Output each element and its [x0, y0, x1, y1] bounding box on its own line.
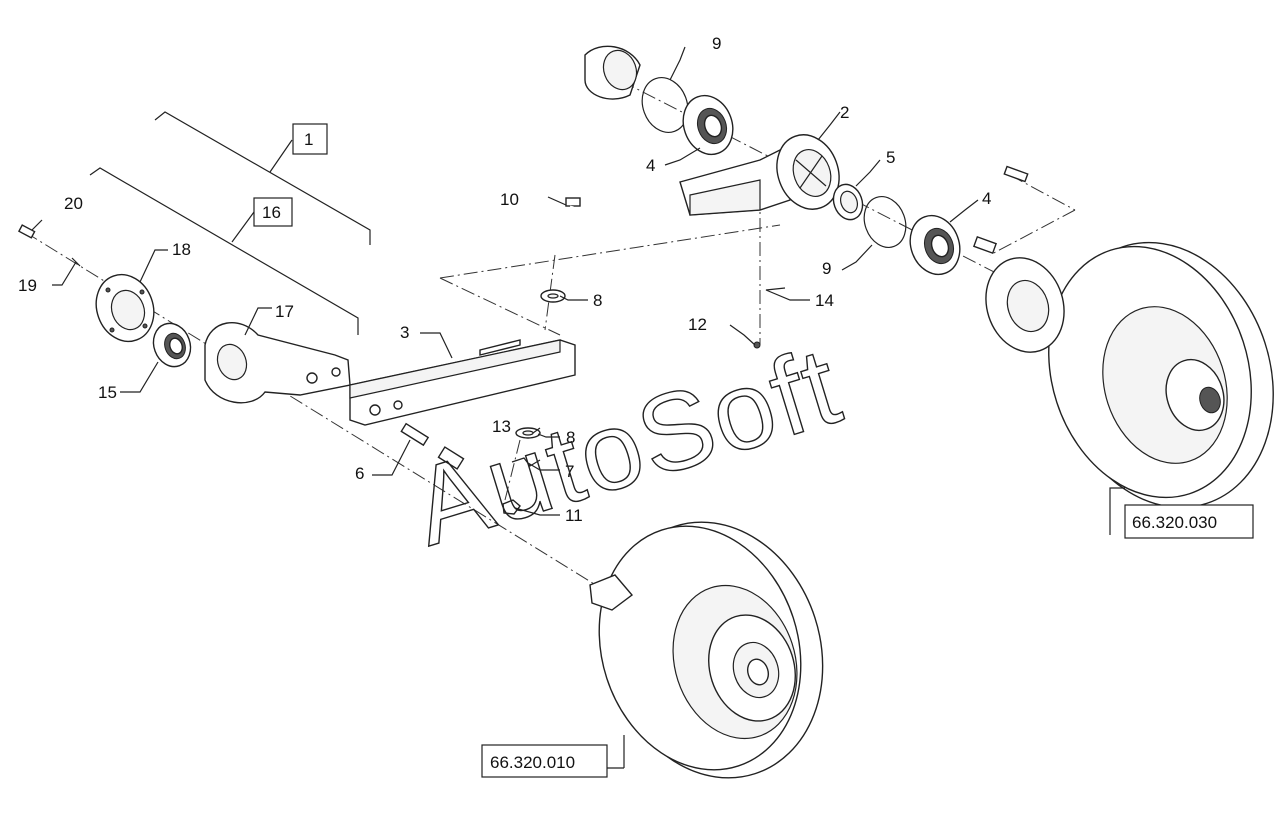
grease-nipple-part-12 — [753, 341, 761, 349]
leader-lines — [31, 46, 1125, 768]
callout-11: 11 — [565, 506, 583, 525]
callout-9-lower: 9 — [822, 259, 831, 278]
front-wheel-assembly — [589, 521, 824, 779]
callout-14: 14 — [815, 291, 834, 310]
callout-10: 10 — [500, 190, 519, 209]
callout-12: 12 — [688, 315, 707, 334]
circlip-part-9-lower — [863, 196, 907, 248]
reference-box-front: 66.320.010 — [481, 744, 624, 778]
callout-box-1: 1 — [292, 123, 328, 155]
callout-15: 15 — [98, 383, 117, 402]
callout-4-upper: 4 — [646, 156, 655, 175]
clip-part-7 — [511, 457, 541, 467]
callout-2: 2 — [840, 103, 849, 122]
callout-17: 17 — [275, 302, 294, 321]
callout-7: 7 — [565, 462, 574, 481]
bolt-part-6 — [400, 422, 465, 470]
ring-part-5 — [832, 183, 864, 221]
flange-plate-part-18 — [95, 273, 155, 343]
bearing-part-4-upper — [682, 94, 734, 156]
svg-text:1: 1 — [304, 130, 313, 149]
nut-part-11 — [502, 499, 521, 515]
svg-text:16: 16 — [262, 203, 281, 222]
reference-box-rear: 66.320.030 — [1124, 504, 1254, 539]
callout-5: 5 — [886, 148, 895, 167]
callout-13: 13 — [492, 417, 511, 436]
rear-wheel-assembly — [972, 165, 1274, 509]
arm-part-3 — [349, 339, 576, 426]
housing-part-2 — [679, 134, 840, 216]
bearing-part-4-lower — [909, 214, 961, 276]
seal-part-15 — [152, 322, 192, 368]
bracket-part-17 — [204, 321, 351, 404]
callout-18: 18 — [172, 240, 191, 259]
washer-part-8-upper — [540, 289, 566, 303]
callout-4-lower: 4 — [982, 189, 991, 208]
reference-label-rear: 66.320.030 — [1132, 513, 1217, 532]
circlip-part-9-upper — [641, 77, 689, 133]
callout-box-16: 16 — [253, 197, 293, 227]
callout-labels: 20 19 18 15 17 3 6 13 8 7 11 10 8 12 14 … — [18, 34, 991, 525]
group-brackets — [89, 111, 371, 335]
callout-3: 3 — [400, 323, 409, 342]
callout-20: 20 — [64, 194, 83, 213]
reference-label-front: 66.320.010 — [490, 753, 575, 772]
washer-part-13 — [515, 427, 541, 439]
callout-8-lower: 8 — [566, 428, 575, 447]
callout-9-upper: 9 — [712, 34, 721, 53]
long-bolt-part-10 — [560, 197, 581, 256]
screw-part-20 — [17, 224, 36, 239]
callout-6: 6 — [355, 464, 364, 483]
callout-8-upper: 8 — [593, 291, 602, 310]
bushing-top — [584, 45, 641, 100]
callout-19: 19 — [18, 276, 37, 295]
